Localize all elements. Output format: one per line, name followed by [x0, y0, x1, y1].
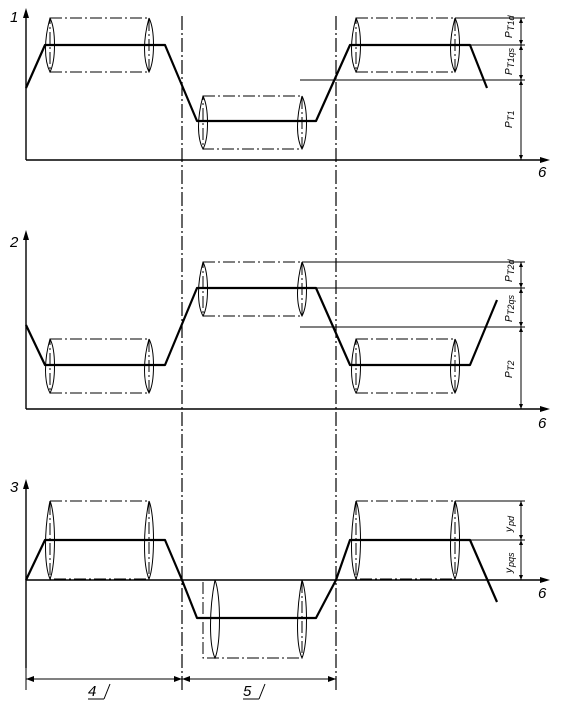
svg-text:P: P [504, 31, 515, 38]
oscillations-3 [45, 500, 460, 660]
svg-text:P: P [504, 315, 515, 322]
dim-label-p2d: P T2d [504, 258, 516, 282]
label-5: 5 [243, 683, 252, 700]
envelope-2a [49, 338, 150, 394]
svg-text:P: P [504, 68, 515, 75]
period-dimensions: 4 5 [25, 668, 336, 700]
mean-trace-2 [25, 286, 499, 367]
dim-label-p1qs: P T1qs [504, 47, 516, 75]
x-axis-2-arrow [540, 406, 550, 412]
oscillations-1 [45, 17, 460, 151]
svg-text:P: P [504, 121, 515, 128]
mean-trace-3 [25, 538, 499, 620]
y-axis-1-arrow [23, 8, 29, 18]
svg-text:P: P [504, 275, 515, 282]
dim-label-ypqs: y pqs [504, 552, 516, 574]
envelope-3a [49, 500, 150, 580]
x-axis-1-arrow [540, 157, 550, 163]
y-axis-3-arrow [23, 479, 29, 489]
label-4: 4 [88, 683, 96, 700]
svg-text:y: y [504, 526, 515, 533]
mean-trace-1 [24, 43, 489, 123]
envelope-3c [355, 500, 456, 580]
dim-label-p1d: P T1d [504, 14, 516, 38]
x-label-1: 6 [538, 164, 547, 181]
dim-label-ypd: y pd [504, 515, 516, 533]
panel-3: 3 6 y pd y pqs [10, 479, 550, 668]
envelope-1a [49, 17, 150, 73]
svg-text:T1d: T1d [506, 14, 516, 31]
envelope-2c [355, 338, 456, 394]
x-axis-3-arrow [540, 577, 550, 583]
envelope-3b [202, 579, 303, 659]
oscillations-2 [45, 261, 460, 395]
axis-label-2: 2 [9, 234, 19, 251]
axis-label-1: 1 [10, 9, 18, 26]
panel-2: 2 6 P T2d P T2qs P T2 [9, 230, 550, 432]
envelope-1b [202, 95, 303, 150]
svg-text:T1qs: T1qs [506, 47, 516, 68]
svg-text:y: y [504, 567, 515, 574]
dim-label-p1: P T1 [504, 110, 516, 128]
dim-label-p2: P T2 [504, 360, 516, 378]
axis-label-3: 3 [10, 479, 19, 496]
svg-text:T2: T2 [506, 360, 516, 371]
x-label-2: 6 [538, 415, 547, 432]
svg-text:pd: pd [506, 515, 516, 527]
y-axis-2-arrow [23, 230, 29, 240]
x-label-3: 6 [538, 585, 547, 602]
dim-label-p2qs: P T2qs [504, 294, 516, 322]
svg-text:T1: T1 [506, 110, 516, 121]
svg-text:P: P [504, 371, 515, 378]
svg-text:pqs: pqs [506, 552, 516, 568]
svg-text:T2qs: T2qs [506, 294, 516, 315]
envelope-2b [202, 261, 303, 317]
envelope-1c [355, 17, 456, 73]
svg-text:T2d: T2d [506, 258, 516, 275]
panel-1: 1 6 P T1d P T1qs [10, 8, 550, 181]
